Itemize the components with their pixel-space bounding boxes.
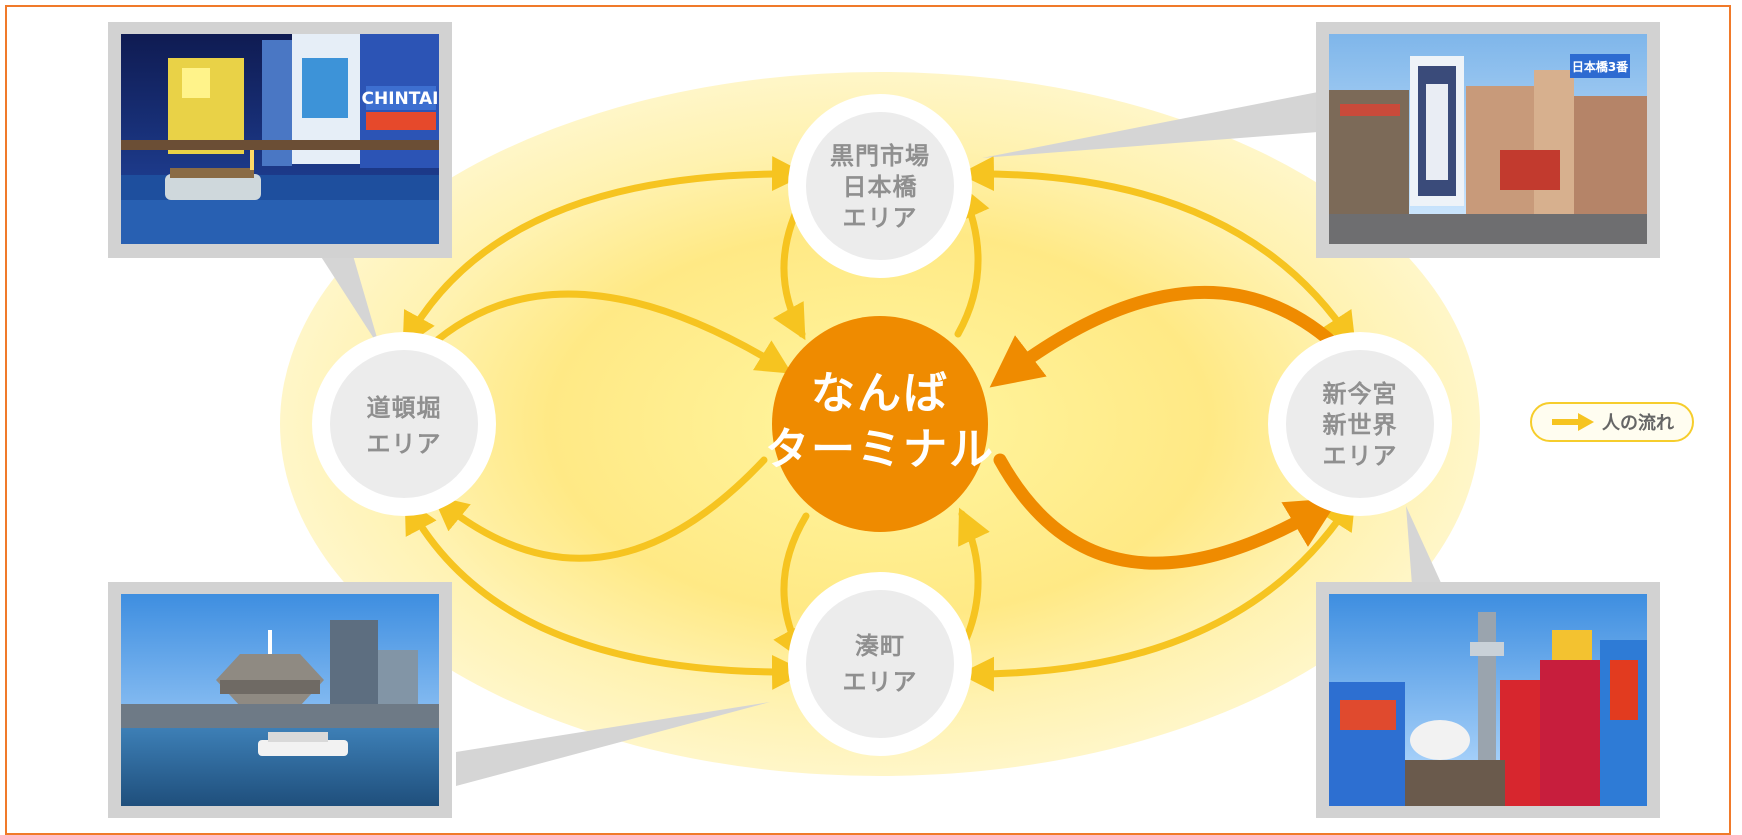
node-shinimamiya-line1: 新今宮 [1323,380,1398,408]
node-minatomachi-line1: 湊町 [855,632,905,660]
arrow-namba-to-shinimamiya-strong [993,453,1340,570]
photo-kuromon-nihonbashi: 日本橋3番 [1316,22,1660,258]
node-shinimamiya: 新今宮 新世界 エリア [1268,332,1452,516]
arrow-namba-to-dotonbori [432,456,768,562]
node-dotonbori-line2: エリア [367,430,442,458]
arrow-dotonbori-minatomachi [404,497,807,690]
node-dotonbori-line1: 道頓堀 [367,394,442,422]
node-shinimamiya-line3: エリア [1323,442,1398,470]
legend-arrow-icon [1552,413,1594,431]
legend-label: 人の流れ [1602,413,1674,434]
sign-chintai: CHINTAI [361,89,438,109]
center-line1: なんば [811,368,949,419]
center-line2: ターミナル [765,424,995,475]
callout-dotonbori [318,252,380,348]
callout-minatomachi [456,702,770,786]
legend: 人の流れ [1530,402,1694,442]
strong-flow-arrows [989,285,1341,570]
node-kuromon-line1: 黒門市場 [830,142,930,170]
callout-kuromon [982,92,1318,158]
callout-shinimamiya [1406,506,1442,585]
node-kuromon: 黒門市場 日本橋 エリア [788,94,972,278]
node-namba-terminal: なんば ターミナル [765,316,995,532]
node-kuromon-line2: 日本橋 [843,173,918,201]
photo-shinsekai [1316,582,1660,818]
arrow-dotonbori-to-namba [424,290,792,374]
node-shinimamiya-line2: 新世界 [1323,411,1398,439]
arrow-kuromon-shinimamiya [959,156,1356,348]
arrow-shinimamiya-to-namba-strong [989,285,1341,388]
node-kuromon-line3: エリア [843,204,918,232]
photo-dotonbori: CHINTAI [108,22,452,258]
sign-nihonbashi: 日本橋3番 [1572,59,1629,74]
node-minatomachi-line2: エリア [843,668,918,696]
node-dotonbori: 道頓堀 エリア [312,332,496,516]
node-minatomachi: 湊町 エリア [788,572,972,756]
photo-minatomachi [108,582,452,818]
arrow-dotonbori-kuromon [402,156,807,349]
